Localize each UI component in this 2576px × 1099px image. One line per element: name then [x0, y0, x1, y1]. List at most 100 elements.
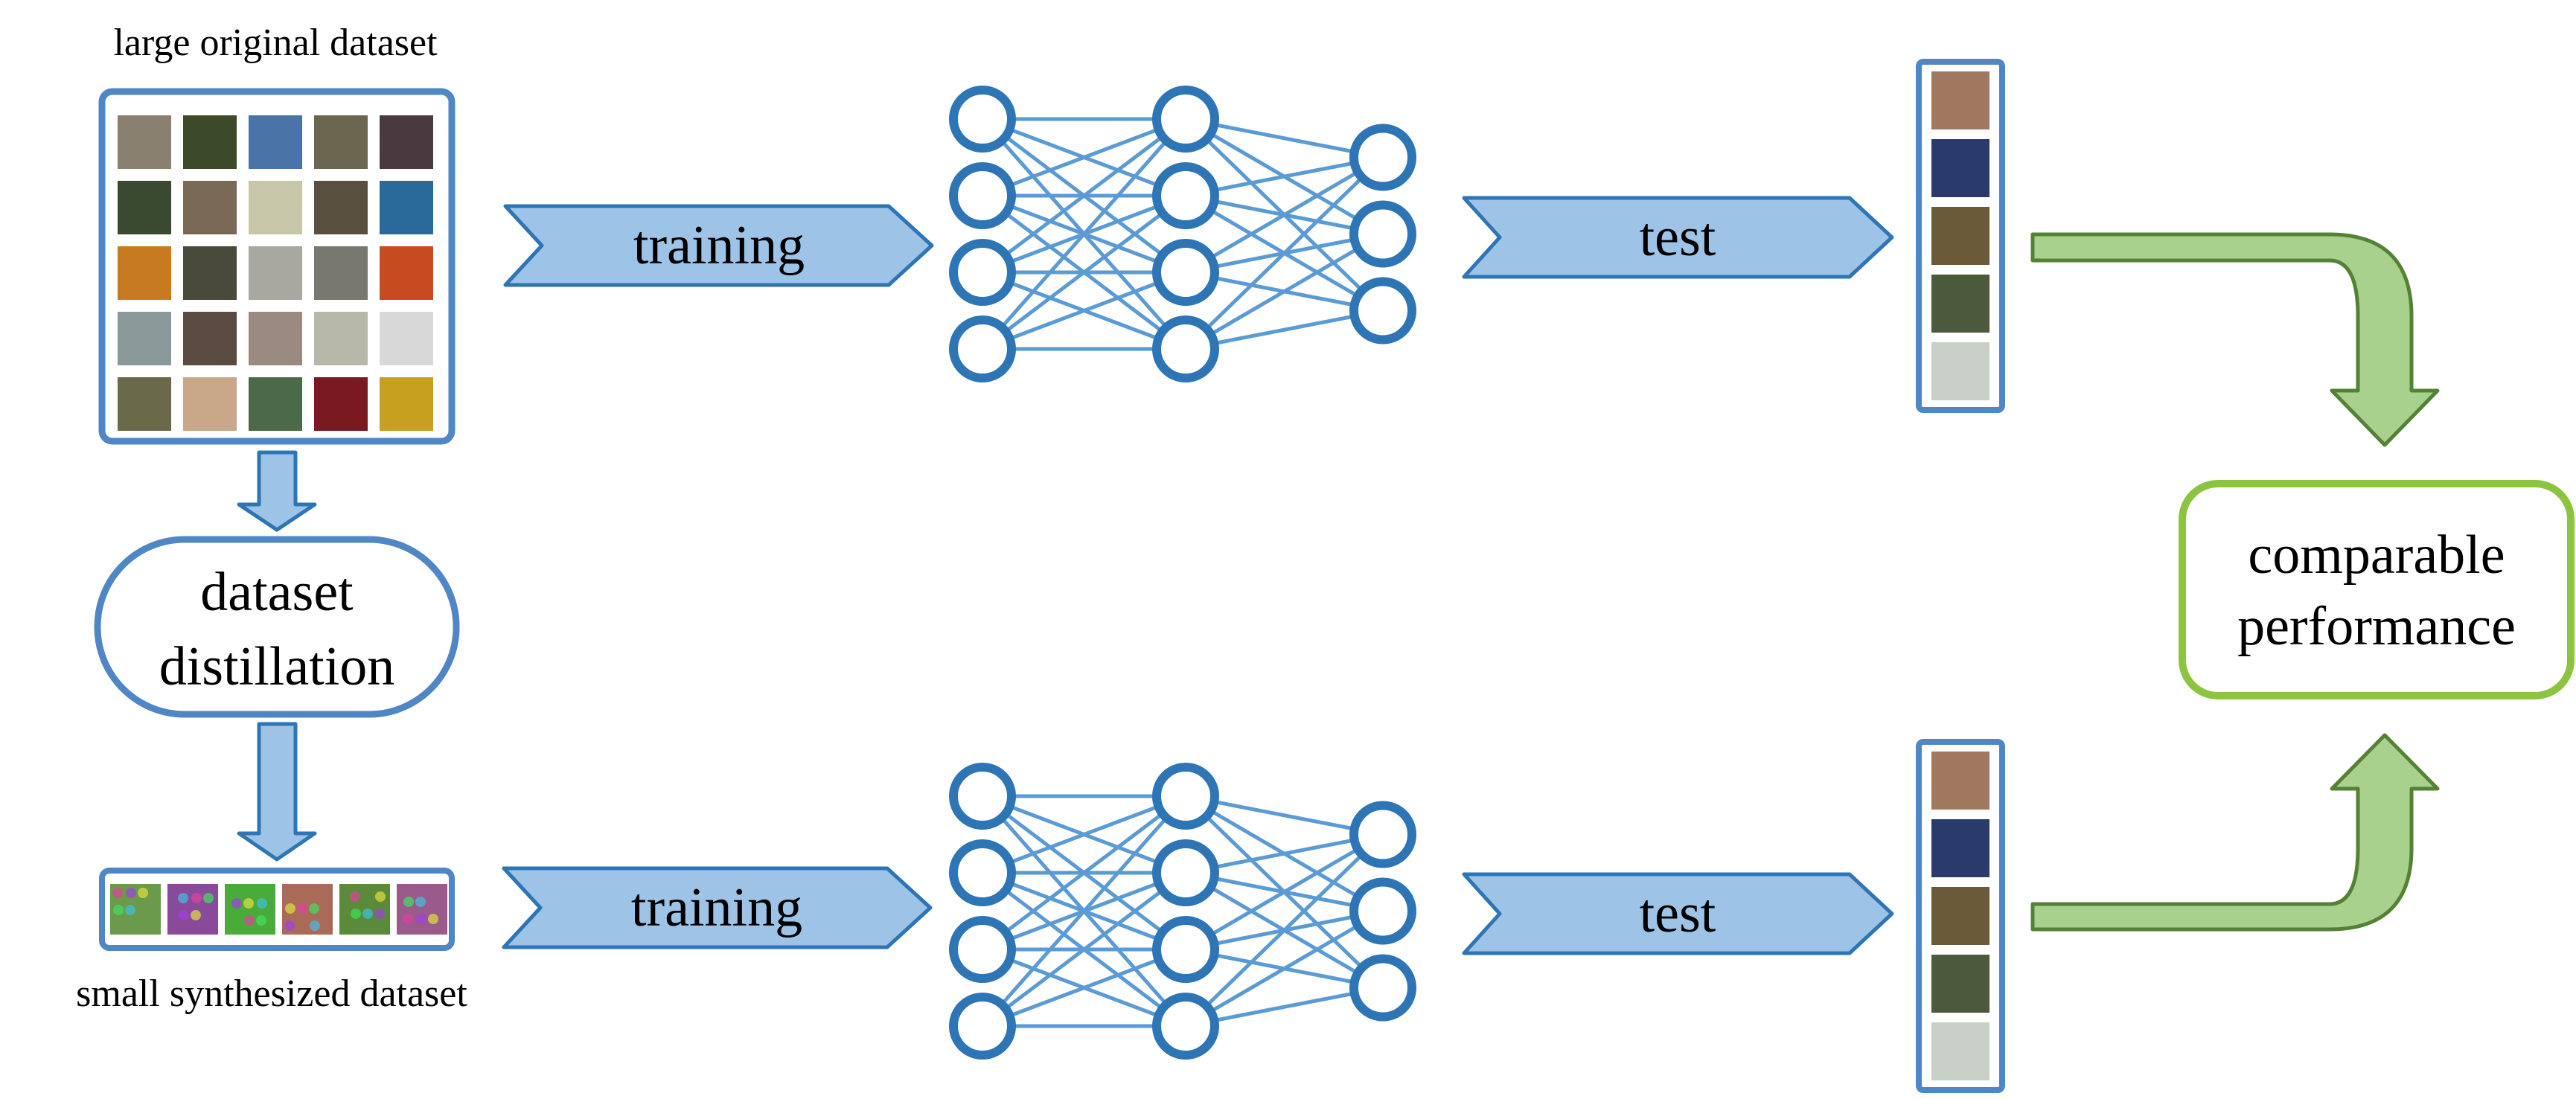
neural-network-bottom: [949, 763, 1416, 1060]
network-edge: [981, 871, 1187, 1028]
network-edge: [981, 118, 1187, 274]
network-node: [949, 763, 1016, 830]
synthesized-noise-blob: [191, 910, 201, 920]
dataset-image-tile: [118, 115, 171, 169]
synthesized-noise-blob: [428, 914, 438, 924]
synthesized-dataset-images: [110, 884, 447, 935]
network-node: [1349, 200, 1416, 268]
synthesized-noise-blob: [375, 891, 386, 902]
test-label-bottom: test: [1640, 883, 1716, 944]
dataset-image-tile: [249, 312, 302, 365]
synthesized-dataset-label: small synthesized dataset: [76, 973, 467, 1015]
original-dataset-image-grid: [118, 115, 433, 431]
synthesized-noise-blob: [191, 893, 202, 903]
test-image-tile: [1931, 207, 1989, 265]
down-arrow-to-distillation: [237, 450, 317, 532]
training-arrow-bottom: [502, 866, 933, 949]
synthesized-noise-blob: [403, 897, 414, 907]
network-node: [1152, 315, 1219, 382]
test-image-tile: [1931, 752, 1989, 810]
network-node: [949, 239, 1016, 306]
dataset-image-tile: [183, 246, 237, 300]
dataset-distillation-box: [94, 536, 460, 718]
network-edge: [1184, 232, 1384, 351]
dataset-image-tile: [249, 181, 302, 234]
network-node: [949, 916, 1016, 983]
network-edge: [982, 947, 1186, 1028]
synthesized-image-tile: [397, 884, 447, 935]
network-node: [1152, 993, 1219, 1060]
network-edge: [1184, 833, 1384, 952]
test-image-tile: [1931, 342, 1989, 400]
dataset-image-tile: [249, 246, 302, 300]
distillation-label-line1: dataset: [200, 562, 354, 623]
test-image-tile: [1931, 819, 1989, 877]
result-label-line2: performance: [2237, 596, 2516, 657]
dataset-image-tile: [314, 312, 368, 365]
network-node: [949, 315, 1016, 382]
green-arrow-top: [2030, 232, 2440, 447]
test-label-top: test: [1640, 207, 1716, 268]
dataset-image-tile: [183, 181, 237, 234]
training-label-bottom: training: [631, 877, 802, 938]
down-arrow-to-synthesized: [237, 722, 317, 862]
synthesized-image-tile: [225, 884, 275, 935]
test-arrow-bottom: [1462, 872, 1894, 955]
network-node: [1349, 277, 1416, 345]
dataset-image-tile: [380, 246, 433, 300]
dataset-image-tile: [118, 181, 171, 234]
synthesized-noise-blob: [179, 910, 189, 920]
synthesized-noise-blob: [309, 903, 319, 914]
synthesized-noise-blob: [125, 905, 135, 915]
dataset-image-tile: [183, 115, 237, 169]
synthesized-noise-blob: [113, 905, 124, 915]
dataset-image-tile: [249, 115, 302, 169]
network-node: [1349, 954, 1416, 1022]
dataset-image-tile: [380, 377, 433, 431]
network-node: [949, 162, 1016, 229]
network-edge: [1184, 833, 1384, 1028]
synthesized-noise-blob: [126, 888, 136, 898]
network-edge: [981, 194, 1187, 350]
dataset-image-tile: [118, 246, 171, 300]
dataset-image-tile: [118, 312, 171, 365]
synthesized-noise-blob: [256, 915, 266, 926]
synthesized-noise-blob: [362, 909, 373, 919]
network-edge: [982, 270, 1186, 351]
synthesized-noise-blob: [403, 914, 413, 924]
network-node: [1152, 239, 1219, 306]
synthesized-image-tile: [167, 884, 218, 935]
network-node: [1152, 763, 1219, 830]
test-image-tile: [1931, 139, 1989, 197]
synthesized-noise-blob: [284, 920, 295, 931]
synthesized-noise-blob: [244, 915, 255, 926]
test-image-tile: [1931, 887, 1989, 945]
training-arrow-top: [503, 204, 934, 287]
distillation-label-line2: distillation: [159, 636, 395, 697]
synthesized-noise-blob: [138, 888, 148, 898]
test-image-tile: [1931, 71, 1989, 129]
test-image-tile: [1931, 275, 1989, 333]
network-edge: [981, 795, 1187, 1028]
network-node: [1349, 877, 1416, 945]
network-edge: [1184, 156, 1384, 350]
network-edge: [982, 794, 1186, 875]
network-edge: [981, 118, 1187, 350]
test-image-tile: [1931, 1022, 1989, 1080]
synthesized-noise-blob: [203, 893, 214, 903]
dataset-image-tile: [314, 181, 368, 234]
synthesized-noise-blob: [112, 888, 123, 898]
test-arrow-top: [1462, 196, 1894, 279]
synthesized-image-tile: [339, 884, 390, 935]
synthesized-noise-blob: [416, 914, 426, 924]
synthesized-noise-blob: [415, 897, 426, 907]
network-edge: [981, 795, 1187, 951]
original-dataset-label: large original dataset: [113, 22, 438, 64]
test-images-bottom: [1916, 739, 2005, 1093]
network-node: [1152, 86, 1219, 153]
result-label-line1: comparable: [2248, 525, 2505, 586]
dataset-image-tile: [314, 246, 368, 300]
dataset-image-tile: [183, 377, 237, 431]
dataset-image-tile: [118, 377, 171, 431]
